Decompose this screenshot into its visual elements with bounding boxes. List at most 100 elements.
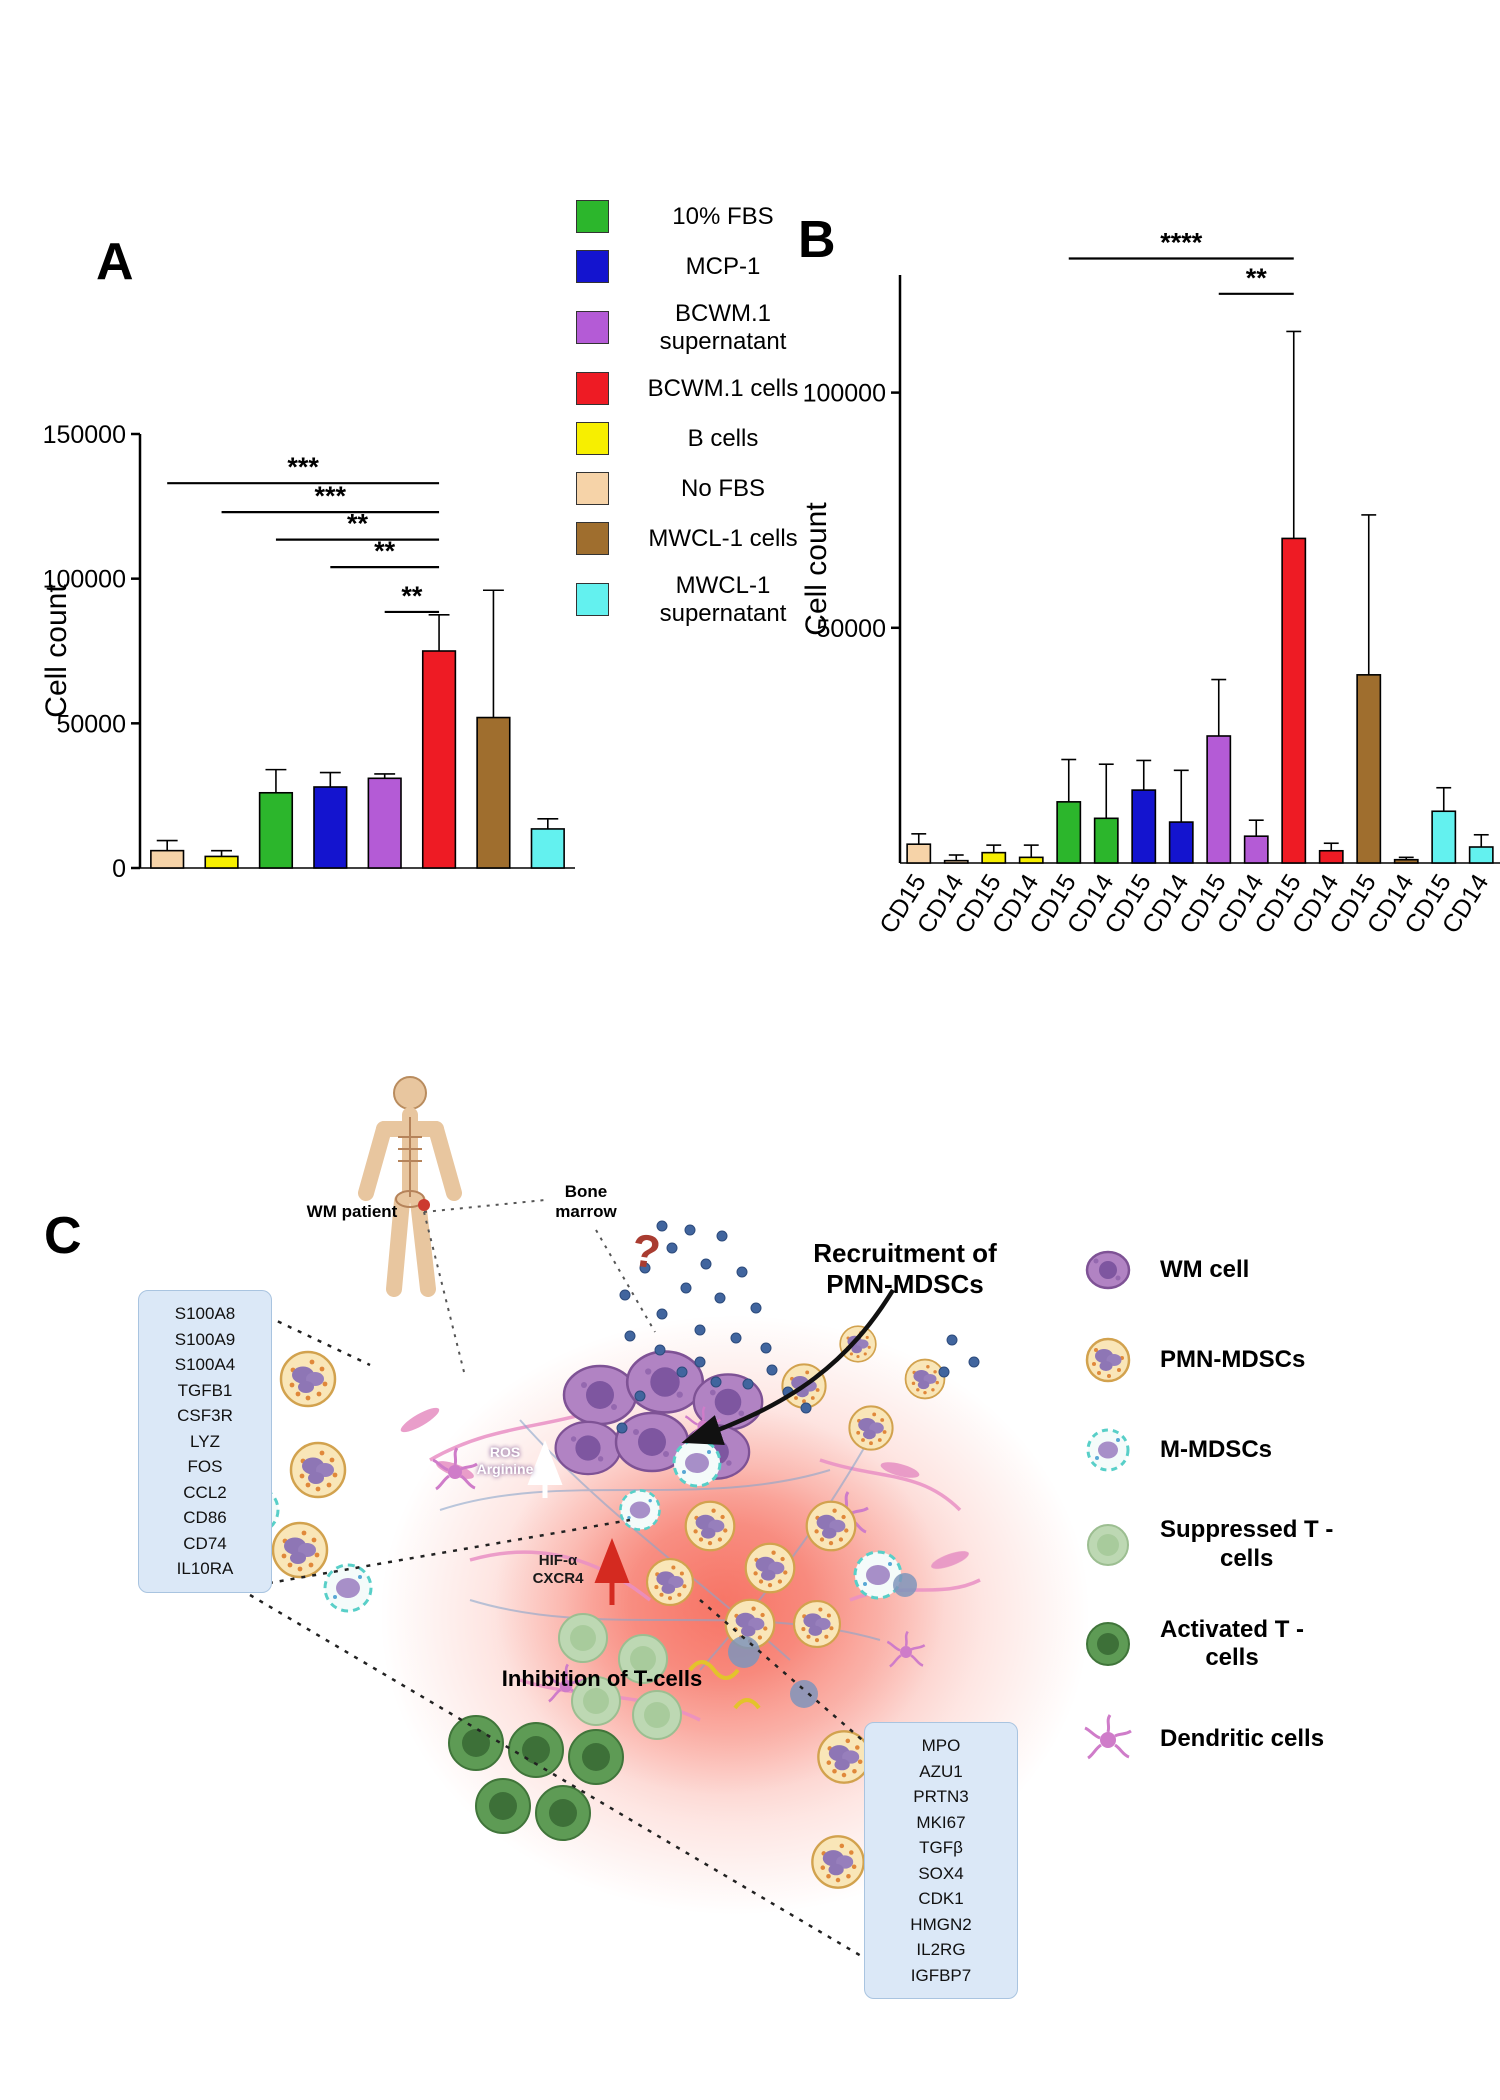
significance-stars: ** bbox=[347, 509, 369, 539]
legend-label: M-MDSCs bbox=[1160, 1435, 1272, 1463]
activated-t-cell-icon bbox=[1082, 1620, 1134, 1668]
legend-label: B cells bbox=[687, 424, 759, 452]
m-mdsc-icon bbox=[1082, 1426, 1134, 1474]
bar-1 bbox=[943, 859, 969, 864]
bar-12 bbox=[1356, 674, 1382, 864]
bar-3 bbox=[313, 786, 348, 869]
legend-swatch-bcwm1-supernatant bbox=[576, 311, 609, 345]
bar-5 bbox=[1093, 817, 1119, 864]
legend-item-suppressed-t: Suppressed T - cells bbox=[1082, 1516, 1333, 1574]
panel-b-label: B bbox=[798, 211, 836, 269]
bar-3 bbox=[1018, 856, 1044, 864]
bar-0 bbox=[150, 849, 185, 869]
legend-label: BCWM.1 cells bbox=[647, 374, 799, 402]
legend-label: WM cell bbox=[1160, 1255, 1250, 1283]
bar-1 bbox=[204, 855, 239, 869]
wm-cell-icon bbox=[1082, 1246, 1134, 1294]
legend-swatch-mcp1 bbox=[576, 250, 609, 283]
bar-13 bbox=[1393, 858, 1419, 864]
bar-5 bbox=[421, 650, 457, 869]
y-tick-label: 150000 bbox=[43, 421, 126, 449]
y-tick-label: 50000 bbox=[56, 710, 126, 738]
bar-11 bbox=[1318, 849, 1344, 864]
legend-item-dendritic: Dendritic cells bbox=[1082, 1714, 1333, 1763]
gene-box-connectors bbox=[249, 1310, 869, 1962]
recruitment-arrow bbox=[681, 1288, 895, 1445]
gene-box-left: S100A8 S100A9 S100A4 TGFB1 CSF3R LYZ FOS… bbox=[138, 1290, 272, 1593]
recruitment-label: Recruitment of PMN-MDSCs bbox=[813, 1238, 997, 1300]
pmn-mdsc-icon bbox=[1082, 1336, 1134, 1384]
significance-stars: ** bbox=[1246, 263, 1268, 293]
legend-label: No FBS bbox=[680, 474, 766, 502]
legend-item-wm-cell: WM cell bbox=[1082, 1246, 1333, 1294]
panel-c-label: C bbox=[44, 1207, 82, 1265]
bar-7 bbox=[530, 828, 565, 869]
gene-box-right: MPO AZU1 PRTN3 MKI67 TGFβ SOX4 CDK1 HMGN… bbox=[864, 1722, 1018, 1999]
panel-c-legend: WM cell PMN-MDSCs M-MDSCs Suppressed T -… bbox=[1082, 1246, 1333, 1763]
suppressed-t-cell-icon bbox=[1082, 1521, 1134, 1569]
y-tick-label: 0 bbox=[112, 855, 126, 883]
legend-swatch-no-fbs bbox=[576, 472, 609, 506]
cytokine-dots bbox=[616, 1220, 980, 1434]
bar-8 bbox=[1206, 735, 1232, 864]
legend-label: MWCL-1 supernatant bbox=[659, 572, 787, 627]
legend-item: No FBS bbox=[576, 472, 823, 506]
bar-6 bbox=[476, 716, 511, 869]
legend-item: B cells bbox=[576, 422, 823, 456]
legend-item: BCWM.1 supernatant bbox=[576, 300, 823, 355]
antibody-squiggles bbox=[688, 1660, 761, 1710]
legend-item-pmn-mdsc: PMN-MDSCs bbox=[1082, 1336, 1333, 1384]
legend-item: MWCL-1 cells bbox=[576, 522, 823, 556]
significance-stars: **** bbox=[1160, 228, 1203, 258]
ros-arginine-label: ROS Arginine bbox=[476, 1444, 534, 1477]
wm-patient-figure bbox=[358, 1076, 462, 1297]
legend-swatch-mwcl1-cells bbox=[576, 522, 609, 556]
bar-9 bbox=[1243, 835, 1269, 864]
bar-2 bbox=[258, 791, 294, 869]
y-axis-title: Cell count bbox=[40, 584, 73, 718]
significance-stars: *** bbox=[315, 481, 347, 511]
legend-item: 10% FBS bbox=[576, 200, 823, 233]
y-tick-label: 100000 bbox=[43, 566, 126, 594]
legend-label: PMN-MDSCs bbox=[1160, 1345, 1306, 1373]
dendritic-cell-icon bbox=[1082, 1714, 1134, 1763]
legend-label: Suppressed T - cells bbox=[1160, 1516, 1334, 1572]
panel-a-label: A bbox=[96, 233, 134, 291]
legend-item-m-mdsc: M-MDSCs bbox=[1082, 1426, 1333, 1474]
bar-6 bbox=[1131, 789, 1157, 864]
wm-patient-label: WM patient bbox=[306, 1202, 398, 1221]
legend-swatch-10-fbs bbox=[576, 200, 609, 233]
legend-label: MCP-1 bbox=[685, 252, 761, 280]
legend-item-activated-t: Activated T - cells bbox=[1082, 1616, 1333, 1674]
bar-14 bbox=[1431, 810, 1457, 864]
chart-color-legend: 10% FBS MCP-1 BCWM.1 supernatant BCWM.1 … bbox=[576, 200, 823, 627]
legend-label: BCWM.1 supernatant bbox=[659, 300, 787, 355]
bar-7 bbox=[1168, 821, 1194, 864]
significance-stars: *** bbox=[287, 452, 319, 482]
bar-4 bbox=[367, 777, 402, 869]
legend-item: MWCL-1 supernatant bbox=[576, 572, 823, 627]
legend-item: BCWM.1 cells bbox=[576, 372, 823, 406]
legend-swatch-b-cells bbox=[576, 422, 609, 456]
legend-label: MWCL-1 cells bbox=[648, 524, 798, 552]
y-tick-label: 50000 bbox=[816, 615, 886, 643]
bar-10 bbox=[1281, 537, 1307, 864]
inhibition-label: Inhibition of T-cells bbox=[501, 1666, 703, 1691]
legend-label: Dendritic cells bbox=[1160, 1724, 1325, 1752]
legend-label: Activated T - cells bbox=[1160, 1615, 1305, 1672]
marrow-site-marker bbox=[418, 1199, 430, 1211]
legend-swatch-bcwm1-cells bbox=[576, 372, 609, 406]
significance-stars: ** bbox=[374, 536, 396, 566]
legend-item: MCP-1 bbox=[576, 250, 823, 283]
legend-swatch-mwcl1-supernatant bbox=[576, 583, 609, 617]
bar-2 bbox=[981, 851, 1007, 864]
significance-stars: ** bbox=[401, 581, 423, 611]
hif-cxcr4-label: HIF-α CXCR4 bbox=[532, 1552, 584, 1587]
bar-0 bbox=[906, 843, 932, 864]
connector-lines bbox=[423, 1199, 656, 1373]
y-axis-title: Cell count bbox=[800, 502, 833, 636]
bone-marrow-label: Bone marrow bbox=[555, 1182, 617, 1222]
y-tick-label: 100000 bbox=[803, 380, 886, 408]
